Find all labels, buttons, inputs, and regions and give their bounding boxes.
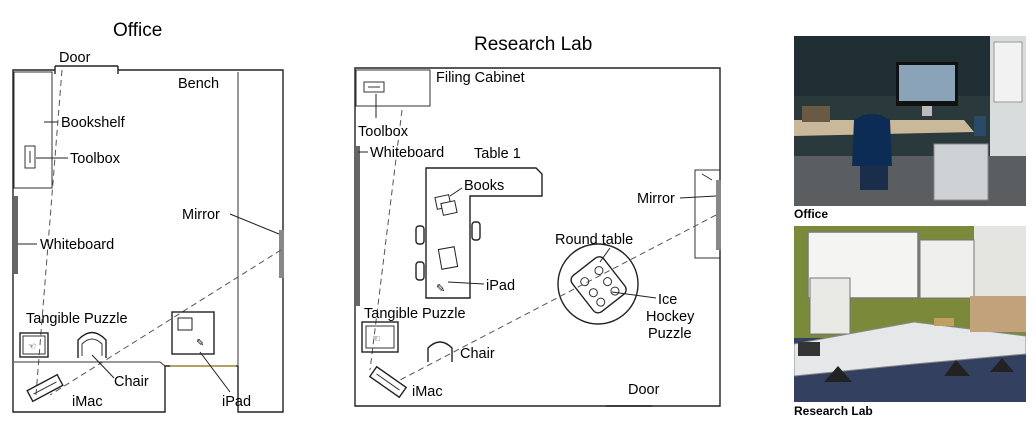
svg-text:☜: ☜ <box>372 334 381 345</box>
office-desk <box>14 361 166 367</box>
office-door <box>54 65 119 74</box>
lab-chair-1 <box>415 225 425 245</box>
label-toolbox: Toolbox <box>70 151 121 167</box>
lab-whiteboard <box>356 146 360 306</box>
lab-table-1 <box>425 167 543 299</box>
lab-sightline-door <box>369 109 403 371</box>
lab-floor-plan: Research Lab ✎ ☜ <box>354 34 721 407</box>
lab-books <box>434 194 458 216</box>
svg-text:☜: ☜ <box>28 341 36 351</box>
office-sightline-mirror <box>49 249 282 396</box>
lab-ipad-device <box>437 246 459 270</box>
label-whiteboard: Whiteboard <box>40 237 114 253</box>
label-ice: Ice <box>658 292 677 308</box>
lab-filing-cabinet <box>355 69 431 107</box>
label-chair: Chair <box>460 346 495 362</box>
label-hockey: Hockey <box>646 309 695 325</box>
label-books: Books <box>464 178 504 194</box>
lab-chair <box>427 341 453 362</box>
label-door: Door <box>628 382 660 398</box>
label-imac: iMac <box>72 394 103 410</box>
lab-chair-2 <box>415 261 425 281</box>
office-chair <box>77 331 107 358</box>
lab-ipad-icon: ✎ <box>436 283 445 295</box>
lab-photo <box>794 226 1026 402</box>
label-puzzle: Puzzle <box>648 326 692 342</box>
label-door: Door <box>59 50 91 66</box>
lab-tangible-puzzle <box>361 321 399 353</box>
label-ipad: iPad <box>222 394 251 410</box>
label-round-table: Round table <box>555 232 633 248</box>
office-toolbox <box>24 145 36 169</box>
label-mirror: Mirror <box>637 191 675 207</box>
office-sightline-door <box>35 69 63 396</box>
office-whiteboard <box>14 196 18 274</box>
label-whiteboard: Whiteboard <box>370 145 444 161</box>
lab-walls <box>354 67 721 407</box>
lab-toolbox <box>363 81 385 93</box>
label-filing-cabinet: Filing Cabinet <box>436 70 525 86</box>
lab-title: Research Lab <box>474 34 592 55</box>
label-chair: Chair <box>114 374 149 390</box>
lab-mirror <box>716 180 721 250</box>
label-bookshelf: Bookshelf <box>61 115 126 131</box>
lab-mirror-alcove <box>694 169 720 259</box>
lab-imac <box>368 365 408 399</box>
lab-chair-3 <box>471 221 481 241</box>
office-title: Office <box>113 20 162 41</box>
lab-ice-hockey-puzzle <box>570 256 627 314</box>
label-tangible-puzzle: Tangible Puzzle <box>26 311 128 327</box>
label-ipad: iPad <box>486 278 515 294</box>
office-ipad-table <box>171 311 215 355</box>
office-bookshelf <box>13 71 53 189</box>
office-photo-caption: Office <box>794 207 829 221</box>
office-mirror <box>279 230 284 278</box>
label-toolbox: Toolbox <box>358 124 409 140</box>
label-bench: Bench <box>178 76 219 92</box>
label-mirror: Mirror <box>182 207 220 223</box>
lab-photo-caption: Research Lab <box>794 404 873 418</box>
label-tangible-puzzle: Tangible Puzzle <box>364 306 466 322</box>
office-photo <box>794 36 1026 206</box>
lab-round-table <box>557 243 639 325</box>
label-imac: iMac <box>412 384 443 400</box>
office-imac <box>26 373 64 403</box>
label-table-1: Table 1 <box>474 146 521 162</box>
office-ipad-icon: ✎ <box>196 338 204 349</box>
office-tangible-puzzle <box>19 332 49 358</box>
office-floor-plan: Office ☜ ✎ Door Bench Bookshelf Toolbox … <box>12 20 284 413</box>
